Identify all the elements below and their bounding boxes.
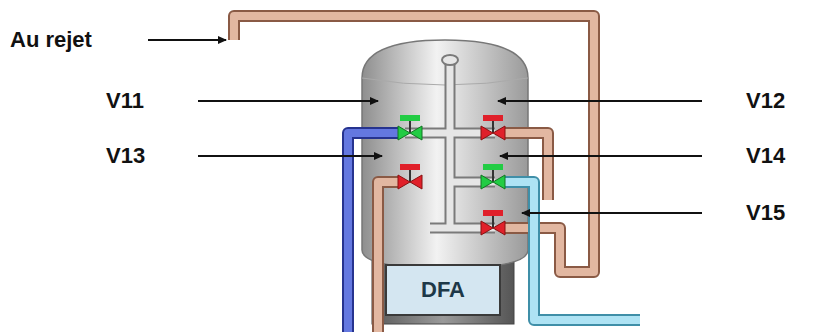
valve-label: V12 bbox=[746, 88, 785, 114]
copper-pipe bbox=[505, 133, 548, 200]
valve-symbol bbox=[398, 164, 422, 189]
internal-pipe bbox=[405, 55, 495, 228]
label-holder: V11 bbox=[106, 88, 144, 114]
label-holder: V13 bbox=[106, 143, 145, 169]
label-holder: V12 bbox=[746, 88, 785, 114]
label-holder: V15 bbox=[746, 200, 785, 226]
valve-symbol bbox=[481, 115, 505, 140]
box-text: DFA bbox=[421, 277, 465, 303]
outlet-label: Au rejet bbox=[10, 27, 92, 53]
leader-arrow bbox=[148, 40, 702, 213]
valve-symbol bbox=[481, 164, 505, 189]
tank-body bbox=[362, 40, 528, 268]
tank-stand bbox=[372, 258, 514, 324]
valve-label: V14 bbox=[746, 143, 785, 169]
label-holder: V14 bbox=[746, 143, 785, 169]
lightblue-pipe bbox=[505, 182, 640, 320]
valve-symbol bbox=[398, 115, 422, 140]
process-box: DFA bbox=[385, 264, 501, 316]
valve-label: V11 bbox=[106, 88, 144, 114]
valve-label: V15 bbox=[746, 200, 785, 226]
valve-label: V13 bbox=[106, 143, 145, 169]
label-holder: Au rejet bbox=[10, 27, 92, 53]
valve-symbol bbox=[481, 210, 505, 235]
